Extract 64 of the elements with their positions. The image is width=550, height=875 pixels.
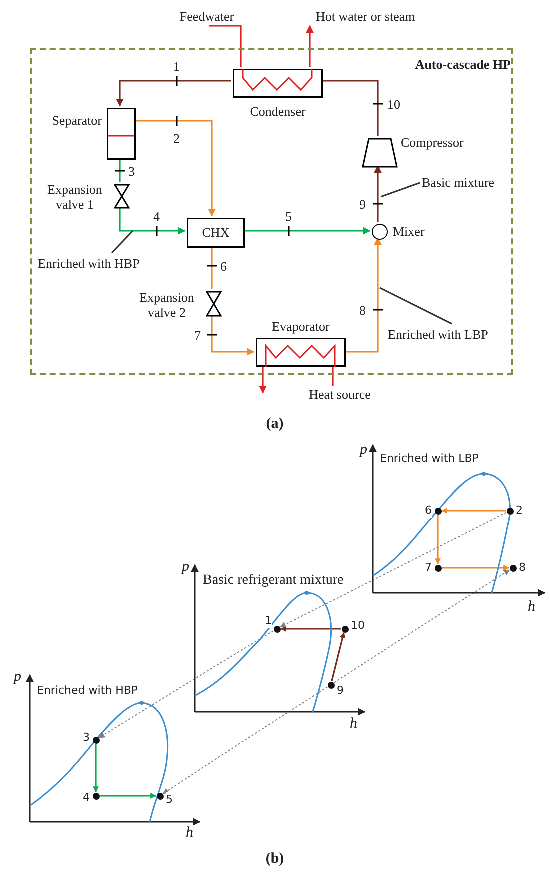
flow-arrow bbox=[280, 626, 341, 632]
stream-label: Hot water or steam bbox=[316, 9, 416, 24]
edge-label: 1 bbox=[172, 58, 181, 74]
edge-label: 6 bbox=[220, 258, 228, 274]
flow-arrow bbox=[211, 315, 255, 356]
component-label: Mixer bbox=[393, 224, 426, 239]
axis-label: p bbox=[360, 443, 368, 458]
dashed-connector bbox=[98, 630, 274, 738]
flow-arrow bbox=[331, 632, 346, 682]
component-label: Separator bbox=[51, 113, 102, 128]
flow-arrow bbox=[134, 120, 216, 217]
axis-label: p bbox=[182, 560, 190, 575]
flow-arrow bbox=[93, 744, 99, 793]
flow-arrow bbox=[116, 80, 231, 107]
leader-line bbox=[380, 182, 420, 198]
component-label: Expansion valve 2 bbox=[138, 290, 196, 320]
axis-label: h bbox=[350, 717, 358, 732]
flow-line bbox=[332, 365, 334, 386]
chart-title: Basic refrigerant mixture bbox=[203, 573, 345, 588]
edge-label: 3 bbox=[128, 164, 136, 178]
flow-line bbox=[321, 80, 379, 136]
flow-line bbox=[209, 25, 242, 67]
flow-arrow bbox=[306, 25, 314, 67]
axis-label: h bbox=[186, 826, 194, 841]
axis-label: h bbox=[528, 600, 536, 615]
component-label: Condenser bbox=[249, 104, 307, 119]
flow-arrow bbox=[442, 565, 510, 571]
edge-label: 9 bbox=[358, 196, 367, 212]
flow-line bbox=[119, 158, 121, 182]
flow-line bbox=[211, 246, 213, 289]
flow-arrow bbox=[243, 227, 371, 235]
component-label: CHX bbox=[201, 225, 231, 240]
flow-arrow bbox=[259, 365, 267, 394]
chart-title: Enriched with LBP bbox=[380, 451, 480, 466]
edge-label: 7 bbox=[194, 328, 202, 342]
flow-arrow bbox=[119, 207, 186, 235]
component-label: Evaporator bbox=[271, 319, 331, 334]
edge-label: 4 bbox=[152, 208, 161, 224]
flow-arrow bbox=[441, 508, 506, 514]
leader-line bbox=[380, 287, 452, 325]
component-label: Expansion valve 1 bbox=[46, 182, 104, 212]
axis-label: p bbox=[14, 670, 22, 685]
dashed-connector bbox=[280, 512, 507, 628]
dashed-connector bbox=[334, 570, 510, 684]
chart-title: Enriched with HBP bbox=[37, 683, 140, 698]
leader-label: Enriched with LBP bbox=[388, 327, 490, 342]
edge-label: 5 bbox=[284, 208, 293, 224]
leader-line bbox=[111, 230, 134, 254]
leader-label: Enriched with HBP bbox=[38, 256, 141, 271]
edge-label: 10 bbox=[386, 96, 402, 112]
dashed-connector bbox=[162, 686, 328, 794]
edge-label: 2 bbox=[172, 130, 181, 146]
stream-label: Feedwater bbox=[178, 9, 236, 24]
panel-label: (a) bbox=[265, 417, 285, 432]
flow-arrow bbox=[100, 793, 157, 799]
boundary-title: Auto-cascade HP bbox=[414, 57, 511, 72]
flow-arrow bbox=[344, 237, 382, 353]
flow-arrow bbox=[435, 515, 441, 565]
system-boundary bbox=[30, 48, 513, 375]
leader-label: Basic mixture bbox=[422, 175, 496, 190]
component-label: Compressor bbox=[401, 135, 465, 150]
stream-label: Heat source bbox=[308, 387, 372, 402]
panel-label: (b) bbox=[264, 852, 286, 867]
edge-label: 8 bbox=[358, 302, 367, 318]
